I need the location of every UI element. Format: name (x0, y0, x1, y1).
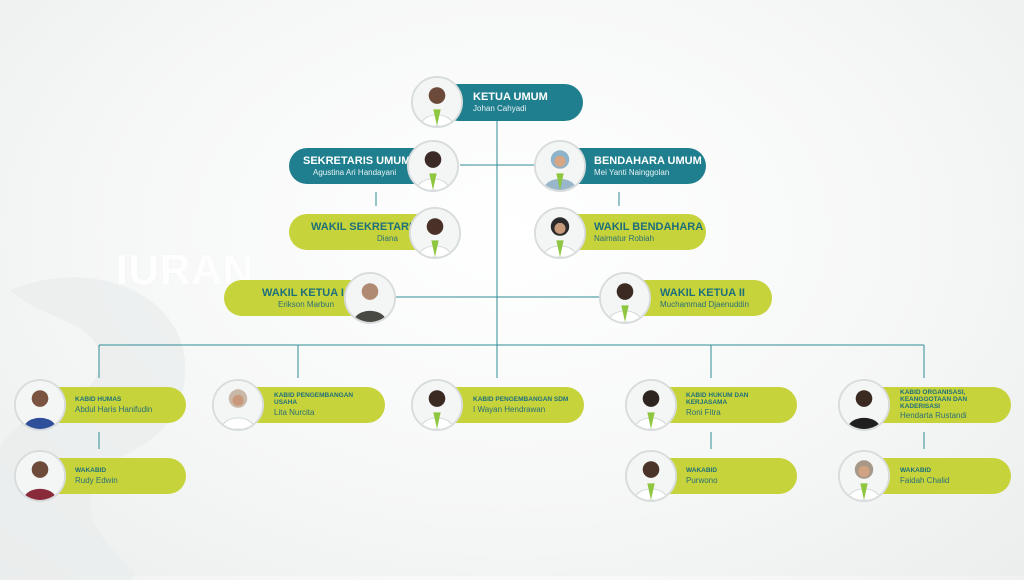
node-name: Naimatur Robiah (594, 233, 655, 243)
avatar-wakabid-organisasi (838, 450, 890, 502)
node-title: KABID HUMAS (75, 395, 122, 403)
node-title: KABID ORGANISASI, KEANGGOTAAN DAN KADERI… (900, 389, 968, 410)
node-title: KABID HUKUM DAN KERJASAMA (686, 392, 749, 406)
avatar-wakabid-humas (14, 450, 66, 502)
node-title: WAKIL SEKRETARIS (311, 220, 420, 233)
node-title: WAKABID (900, 466, 932, 474)
avatar-wakabid-hukum (625, 450, 677, 502)
avatar-ketua-umum (411, 76, 463, 128)
node-name: Mei Yanti Nainggolan (594, 167, 670, 177)
node-name: Johan Cahyadi (473, 104, 527, 113)
node-title: WAKIL BENDAHARA (594, 220, 704, 233)
node-title: KABID PENGEMBANGAN USAHA (274, 392, 354, 406)
node-title: WAKABID (686, 466, 718, 474)
node-title: KETUA UMUM (473, 91, 548, 103)
node-name: Hendarta Rustandi (900, 411, 967, 420)
avatar-bendahara-umum (534, 140, 586, 192)
node-kabid-pengembangan-sdm: KABID PENGEMBANGAN SDM I Wayan Hendrawan (438, 387, 584, 423)
node-title: WAKIL KETUA I (262, 286, 344, 299)
node-name: Lita Nurcita (274, 408, 315, 417)
node-name: Abdul Haris Hanifudin (75, 404, 153, 414)
node-name: Muchammad Djaenuddin (660, 299, 749, 309)
node-title: BENDAHARA UMUM (594, 154, 702, 167)
avatar-kabid-hukum-kerjasama (625, 379, 677, 431)
node-name: Rudy Edwin (75, 475, 118, 485)
avatar-kabid-organisasi (838, 379, 890, 431)
node-name: Diana (377, 233, 398, 243)
avatar-kabid-pengembangan-sdm (411, 379, 463, 431)
node-title: WAKABID (75, 466, 107, 474)
node-name: Purwono (686, 475, 718, 485)
avatar-wakil-sekretaris (409, 207, 461, 259)
avatar-sekretaris-umum (407, 140, 459, 192)
avatar-kabid-pengembangan-usaha (212, 379, 264, 431)
node-name: Agustina Ari Handayani (313, 167, 397, 177)
node-title: WAKIL KETUA II (660, 286, 745, 299)
node-name: Faidah Chalid (900, 475, 950, 485)
node-name: I Wayan Hendrawan (473, 404, 546, 414)
node-title: SEKRETARIS UMUM (303, 154, 411, 167)
node-name: Erikson Marbun (278, 299, 335, 309)
avatar-wakil-ketua-1 (344, 272, 396, 324)
avatar-wakil-ketua-2 (599, 272, 651, 324)
avatar-kabid-humas (14, 379, 66, 431)
node-name: Roni Fitra (686, 408, 721, 417)
node-title: KABID PENGEMBANGAN SDM (473, 395, 569, 403)
node-ketua-umum: KETUA UMUM Johan Cahyadi (440, 84, 583, 121)
avatar-wakil-bendahara (534, 207, 586, 259)
